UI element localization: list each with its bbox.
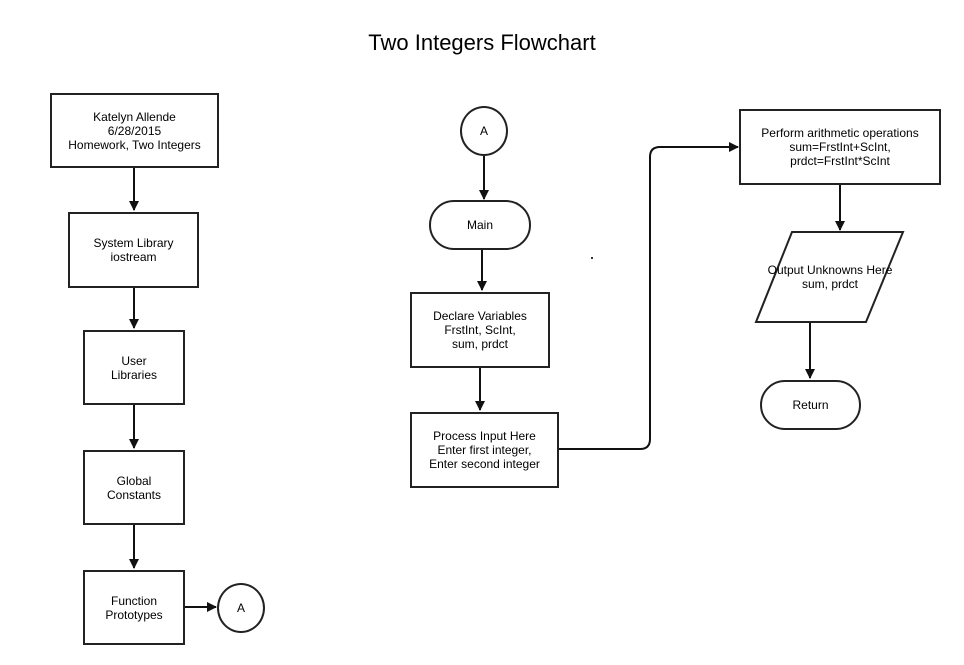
main-label: Main (466, 218, 493, 232)
function-prototypes-label-2: Prototypes (105, 607, 163, 622)
declare-variables-ints: FrstInt, ScInt, (444, 323, 516, 337)
system-library-box: System Library iostream (68, 212, 199, 288)
process-input-label: Process Input Here (433, 429, 536, 443)
declare-variables-results: sum, prdct (451, 337, 508, 351)
return-terminal: Return (760, 380, 861, 430)
global-constants-label-2: Constants (106, 487, 162, 502)
declare-variables-box: Declare Variables FrstInt, ScInt, sum, p… (410, 292, 550, 368)
function-prototypes-box: Function Prototypes (83, 570, 185, 645)
declare-variables-label: Declare Variables (433, 309, 527, 323)
connector-a-top-label: A (479, 124, 488, 138)
arithmetic-product: prdct=FrstInt*ScInt (790, 154, 890, 168)
assignment-text: Homework, Two Integers (68, 137, 201, 152)
process-input-second: Enter second integer (429, 457, 540, 471)
return-label: Return (792, 398, 829, 412)
global-constants-box: Global Constants (83, 450, 185, 525)
arithmetic-label: Perform arithmetic operations (761, 126, 919, 140)
process-input-box: Process Input Here Enter first integer, … (410, 412, 559, 488)
arithmetic-sum: sum=FrstInt+ScInt, (789, 140, 891, 154)
connector-a-top: A (460, 106, 508, 156)
main-terminal: Main (429, 200, 531, 250)
edge-process-to-arithmetic (559, 142, 739, 450)
output-unknowns: Unknowns Here (807, 263, 893, 277)
function-prototypes-label-1: Function (110, 593, 158, 608)
user-libraries-box: User Libraries (83, 330, 185, 405)
process-input-first: Enter first integer, (437, 443, 532, 457)
arithmetic-box: Perform arithmetic operations sum=FrstIn… (739, 109, 941, 185)
date-text: 6/28/2015 (107, 123, 162, 138)
connector-a-left: A (217, 583, 265, 633)
output-values: sum, prdct (801, 277, 858, 291)
stray-dot (591, 257, 593, 259)
global-constants-label-1: Global (116, 473, 152, 488)
user-libraries-label-2: Libraries (110, 367, 158, 382)
connector-a-left-label: A (236, 601, 245, 615)
header-box: Katelyn Allende 6/28/2015 Homework, Two … (50, 93, 219, 168)
output-shape (754, 231, 905, 323)
system-library-label: System Library (93, 236, 174, 250)
output-text: Output Unknowns Here sum, prdct (758, 232, 902, 322)
user-libraries-label-1: User (121, 353, 147, 368)
iostream-label: iostream (110, 250, 157, 264)
author-name: Katelyn Allende (93, 109, 176, 124)
output-label: Output (767, 263, 804, 277)
diagram-title: Two Integers Flowchart (368, 30, 596, 55)
